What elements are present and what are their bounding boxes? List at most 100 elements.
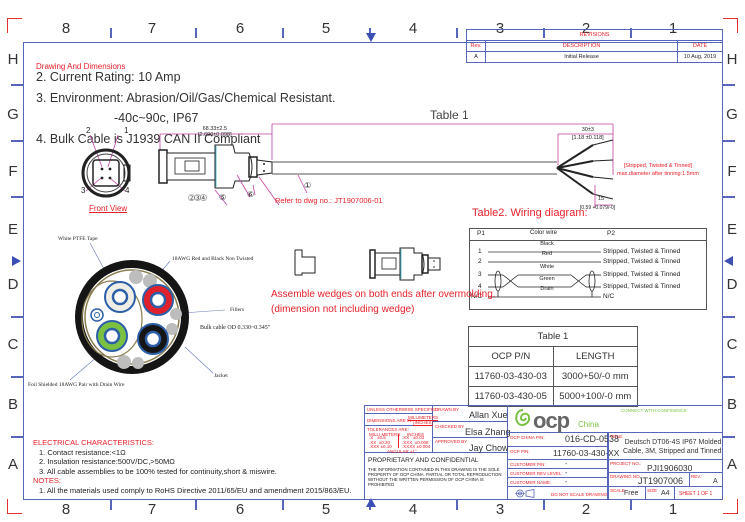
frame-tick [195,500,197,510]
in-header: INCHES [407,432,425,437]
pn-field-row [508,460,608,469]
frame-tick [110,500,112,510]
front-view-connector [81,134,131,198]
frame-tick [723,196,735,198]
ocp-logo-text: ocp [533,408,570,433]
rev-value: A [713,478,718,485]
rev-header: Rev. [466,40,486,52]
row-label-B: B [7,396,18,413]
mm-header: MILLI METERS [369,432,401,437]
wiring-header-color: Color wire [530,230,558,236]
drawing-number: JT1907006 [638,476,684,486]
column-label-3: 3 [495,20,505,37]
frame-tick [456,500,458,510]
frame-tick [456,28,458,38]
balloon-group-234: ⓶⓷⓸ [188,195,207,202]
frame-tick [195,28,197,38]
project-label: PROJECT NO.: [610,461,642,466]
connector-dim-in: [2.690±0.098] [198,132,232,138]
length-table: Table 1 OCP P/N LENGTH 11760-03-430-03 3… [468,326,639,407]
frame-tick [282,500,284,510]
frame-tick [723,316,735,318]
frame-tick [11,316,23,318]
wiring-color: Black [540,241,554,247]
wiring-p2: Stripped, Twisted & Tinned [603,283,681,290]
end-dim-in: [0.59 +0.079/-0] [580,205,616,211]
sheet-number: SHEET 1 OF 1 [679,491,713,497]
row-label-C: C [726,336,738,353]
length-table-header-length: LENGTH [552,346,639,367]
balloon-6: ⑥ [247,190,255,199]
wedge-assembly-note: Assemble wedges on both ends after overm… [271,287,496,317]
note-bulk-cable: 4. Bulk Cable is J1939 CAN II Compliant [36,131,261,146]
frame-tick [630,500,632,510]
note-environment: 3. Environment: Abrasion/Oil/Gas/Chemica… [36,90,336,105]
row-label-H: H [726,51,738,68]
drawing-number-label: DRAWING NO.: [610,474,643,479]
pn-cell: 11760-03-430-03 [468,366,554,387]
customer-rev: - [565,470,568,477]
length-table-title: Table 1 [468,326,638,347]
frame-tick [11,436,23,438]
column-label-5: 5 [321,20,331,37]
connector-dimension: 68.33±2.5 [2.690±0.098] [198,126,232,138]
frame-tick [723,436,735,438]
refer-drawing-note: Refer to dwg no.: JT1907006-01 [275,196,383,205]
pn-field-row [508,478,608,487]
frame-tick [723,84,735,86]
row-label-C: C [7,336,19,353]
checked-by: Elsa Zhang [465,427,511,437]
wiring-p2: N/C [603,293,615,300]
wiring-p1: 4 [478,283,482,290]
wedge-connector-drawing [294,247,441,281]
frame-tick [723,140,735,142]
tol-in: .XXX ±0.008 [402,439,429,445]
projection-symbol-icon [515,489,535,498]
drawn-by: Allan Xue [469,410,508,420]
frame-tick [11,196,23,198]
ocp-logo-sub: China [578,420,599,429]
wiring-p1: N/C [471,293,483,300]
customer-pn: - [565,461,568,468]
pn-field-row [508,447,608,460]
pn-field-row [508,433,608,447]
center-arrow-left-icon [12,256,21,266]
wiring-p1: 3 [478,271,482,278]
wiring-lines [488,251,601,298]
tolerance-in: .XX ±0.02.XXX ±0.008.XXXX ±0.004 [402,435,430,450]
tolerances-label: TOLERANCES ARE: [367,427,409,432]
units-label: MILLIMETERS[INCHES] [408,415,438,425]
column-label-8: 8 [61,20,71,37]
label-foil-shielded-pair: Foil Shielded 18AWG Pair with Drain Wire [28,382,125,388]
pin-label-2: 2 [86,126,91,135]
customer-pn-lbl: CUSTOMER P/N: [510,462,546,467]
row-label-E: E [726,221,737,238]
wiring-p2: Stripped, Twisted & Tinned [603,271,681,278]
frame-tick [282,28,284,38]
balloon-1: ① [304,181,312,190]
end-dim-mm: 15 [598,196,605,202]
front-view-label: Front View [89,204,128,213]
row-label-A: A [726,456,737,473]
strip-dim-mm: 30±3 [581,127,594,133]
proprietary-text: THE INFORMATION CONTAINED IN THIS DRAWIN… [368,467,502,487]
column-label-1: 1 [668,501,678,518]
row-label-A: A [7,456,18,473]
wiring-color: Drain [540,286,554,292]
connector-dim-mm: 68.33±2.5 [202,126,228,132]
tol-in: .XX ±0.02 [402,435,425,440]
fillers [117,270,182,369]
end-note-line2: max.diameter after tinning:1.5mm [617,171,699,177]
angular-tolerance: ANGULAR ±1° [387,449,417,454]
title-line2: Cable, 3M, Stripped and Tinned [623,448,722,455]
balloon-5: ⑤ [219,193,227,202]
electrical-item: 2. Insulation resistance:500V/DC,>50MΩ [39,457,175,466]
label-ptfe-tape: White PTFE Tape [58,236,98,242]
pn-field-row [508,469,608,478]
length-cell: 5000+100/-0 mm [552,386,639,407]
revision-row: A Initial Release 10 Aug, 2019 [466,51,723,63]
proprietary-heading: PROPRIETARY AND CONFIDENTIAL [368,457,479,464]
column-label-1: 1 [668,20,678,37]
column-label-7: 7 [147,20,157,37]
